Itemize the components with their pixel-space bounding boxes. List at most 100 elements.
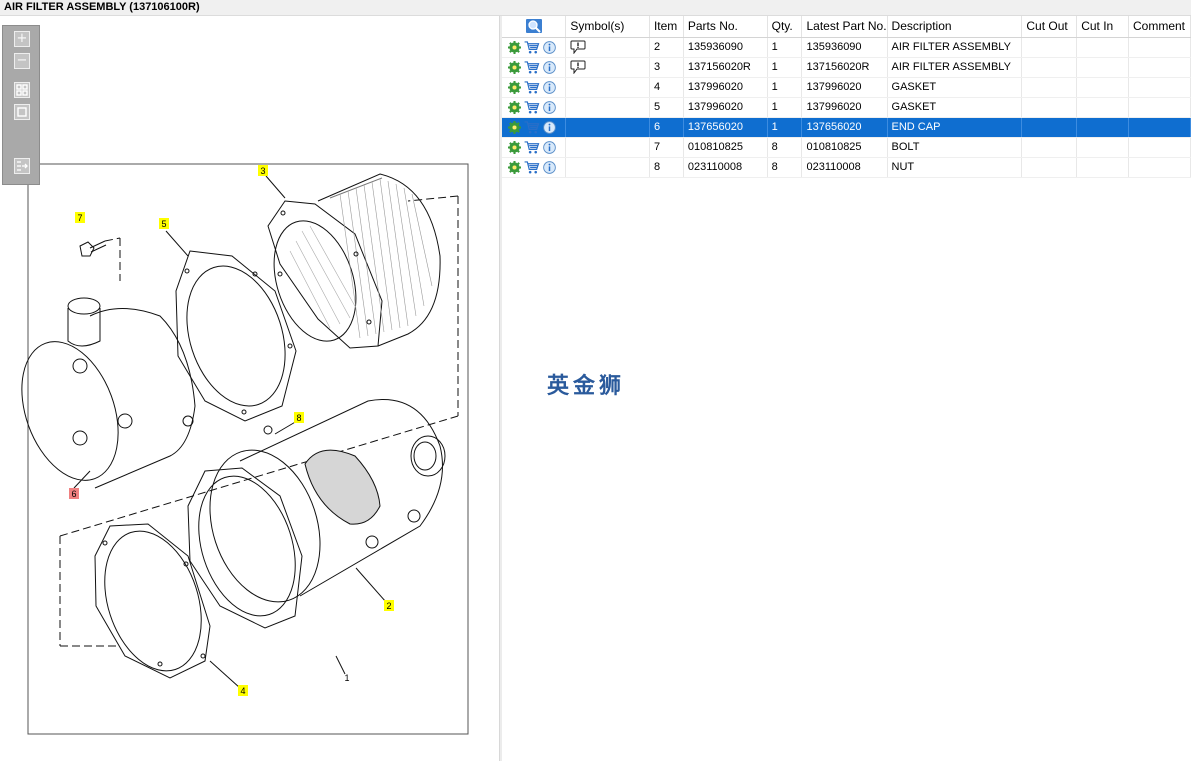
latest-part-number-cell: 023110008: [801, 157, 888, 178]
table-row[interactable]: 7 010810825 8 010810825 BOLT: [502, 137, 1191, 158]
zoom-out-button[interactable]: −: [14, 53, 30, 69]
column-header-parts-no[interactable]: Parts No.: [683, 16, 768, 38]
cut-out-cell: [1021, 137, 1078, 158]
table-row[interactable]: 6 137656020 1 137656020 END CAP: [502, 117, 1191, 138]
description-cell: NUT: [887, 157, 1023, 178]
description-cell: GASKET: [887, 77, 1023, 98]
cart-icon[interactable]: [524, 140, 540, 154]
bolt-part-7: [79, 240, 107, 257]
pane-splitter[interactable]: [499, 16, 502, 761]
gear-icon[interactable]: [508, 60, 521, 74]
cut-out-cell: [1021, 97, 1078, 118]
info-icon[interactable]: [543, 120, 556, 134]
search-icon: [525, 19, 542, 34]
diagram-pane[interactable]: 7 5 3 8 6 2 4 1 + −: [0, 16, 499, 761]
gear-icon[interactable]: [508, 40, 521, 54]
comment-cell: [1128, 137, 1191, 158]
callout-label[interactable]: 2: [386, 601, 391, 611]
info-icon[interactable]: [543, 160, 556, 174]
item-cell: 4: [649, 77, 684, 98]
fit-all-button[interactable]: [14, 82, 30, 98]
info-icon[interactable]: [543, 60, 556, 74]
comment-cell: [1128, 117, 1191, 138]
latest-part-number-cell: 010810825: [801, 137, 888, 158]
column-header-cut-out[interactable]: Cut Out: [1021, 16, 1078, 38]
note-icon[interactable]: [570, 60, 586, 75]
cut-out-cell: [1021, 57, 1078, 78]
cut-in-cell: [1076, 137, 1129, 158]
callout-label[interactable]: 3: [260, 166, 265, 176]
cart-icon[interactable]: [524, 80, 540, 94]
column-header-comment[interactable]: Comment: [1128, 16, 1191, 38]
callout-label[interactable]: 8: [296, 413, 301, 423]
table-row[interactable]: 5 137996020 1 137996020 GASKET: [502, 97, 1191, 118]
description-cell: END CAP: [887, 117, 1023, 138]
description-cell: AIR FILTER ASSEMBLY: [887, 57, 1023, 78]
gasket-part-4: [94, 523, 211, 679]
column-header-cut-in[interactable]: Cut In: [1076, 16, 1129, 38]
diagram-toolbar: + −: [2, 25, 40, 185]
column-header-description[interactable]: Description: [887, 16, 1023, 38]
symbol-cell: [565, 117, 650, 138]
fit-button[interactable]: [14, 104, 30, 120]
plus-icon: +: [16, 31, 28, 46]
symbol-cell: [565, 97, 650, 118]
parts-diagram[interactable]: 7 5 3 8 6 2 4 1: [0, 16, 499, 761]
cut-in-cell: [1076, 77, 1129, 98]
table-row[interactable]: 4 137996020 1 137996020 GASKET: [502, 77, 1191, 98]
latest-part-number-cell: 137996020: [801, 97, 888, 118]
item-cell: 3: [649, 57, 684, 78]
latest-part-number-cell: 137996020: [801, 77, 888, 98]
symbol-cell: [565, 37, 650, 58]
info-icon[interactable]: [543, 140, 556, 154]
info-icon[interactable]: [543, 100, 556, 114]
symbol-cell: [565, 137, 650, 158]
callout-label[interactable]: 7: [77, 213, 82, 223]
search-column-header[interactable]: [502, 16, 567, 38]
note-icon[interactable]: [570, 40, 586, 55]
latest-part-number-cell: 137656020: [801, 117, 888, 138]
gear-icon[interactable]: [508, 100, 521, 114]
part-number-cell: 137656020: [683, 117, 768, 138]
square-icon: [17, 107, 27, 117]
cart-icon[interactable]: [524, 40, 540, 54]
qty-cell: 1: [767, 77, 803, 98]
watermark: 英金狮: [547, 374, 626, 399]
part-number-cell: 137996020: [683, 97, 768, 118]
table-row[interactable]: 3 137156020R 1 137156020R AIR FILTER ASS…: [502, 57, 1191, 78]
cart-icon[interactable]: [524, 120, 540, 134]
part-number-cell: 135936090: [683, 37, 768, 58]
description-cell: AIR FILTER ASSEMBLY: [887, 37, 1023, 58]
column-header-item[interactable]: Item: [649, 16, 684, 38]
cart-icon[interactable]: [524, 60, 540, 74]
cart-icon[interactable]: [524, 100, 540, 114]
column-header-qty[interactable]: Qty.: [767, 16, 803, 38]
cut-out-cell: [1021, 77, 1078, 98]
column-header-symbols[interactable]: Symbol(s): [565, 16, 650, 38]
gear-icon[interactable]: [508, 80, 521, 94]
table-row[interactable]: 2 135936090 1 135936090 AIR FILTER ASSEM…: [502, 37, 1191, 58]
export-button[interactable]: [14, 158, 30, 174]
housing-part-2: [209, 399, 446, 603]
info-icon[interactable]: [543, 80, 556, 94]
callout-label[interactable]: 5: [161, 219, 166, 229]
symbol-cell: [565, 77, 650, 98]
cart-icon[interactable]: [524, 160, 540, 174]
zoom-in-button[interactable]: +: [14, 31, 30, 47]
gear-icon[interactable]: [508, 120, 521, 134]
callout-label[interactable]: 6: [71, 489, 76, 499]
info-icon[interactable]: [543, 40, 556, 54]
table-row[interactable]: 8 023110008 8 023110008 NUT: [502, 157, 1191, 178]
callout-label[interactable]: 4: [240, 686, 245, 696]
cut-out-cell: [1021, 157, 1078, 178]
callout-label[interactable]: 1: [344, 673, 349, 683]
cut-in-cell: [1076, 117, 1129, 138]
part-number-cell: 137996020: [683, 77, 768, 98]
item-cell: 5: [649, 97, 684, 118]
symbol-cell: [565, 157, 650, 178]
gear-icon[interactable]: [508, 140, 521, 154]
gear-icon[interactable]: [508, 160, 521, 174]
part-number-cell: 023110008: [683, 157, 768, 178]
description-cell: GASKET: [887, 97, 1023, 118]
column-header-latest-part-no[interactable]: Latest Part No.: [801, 16, 888, 38]
